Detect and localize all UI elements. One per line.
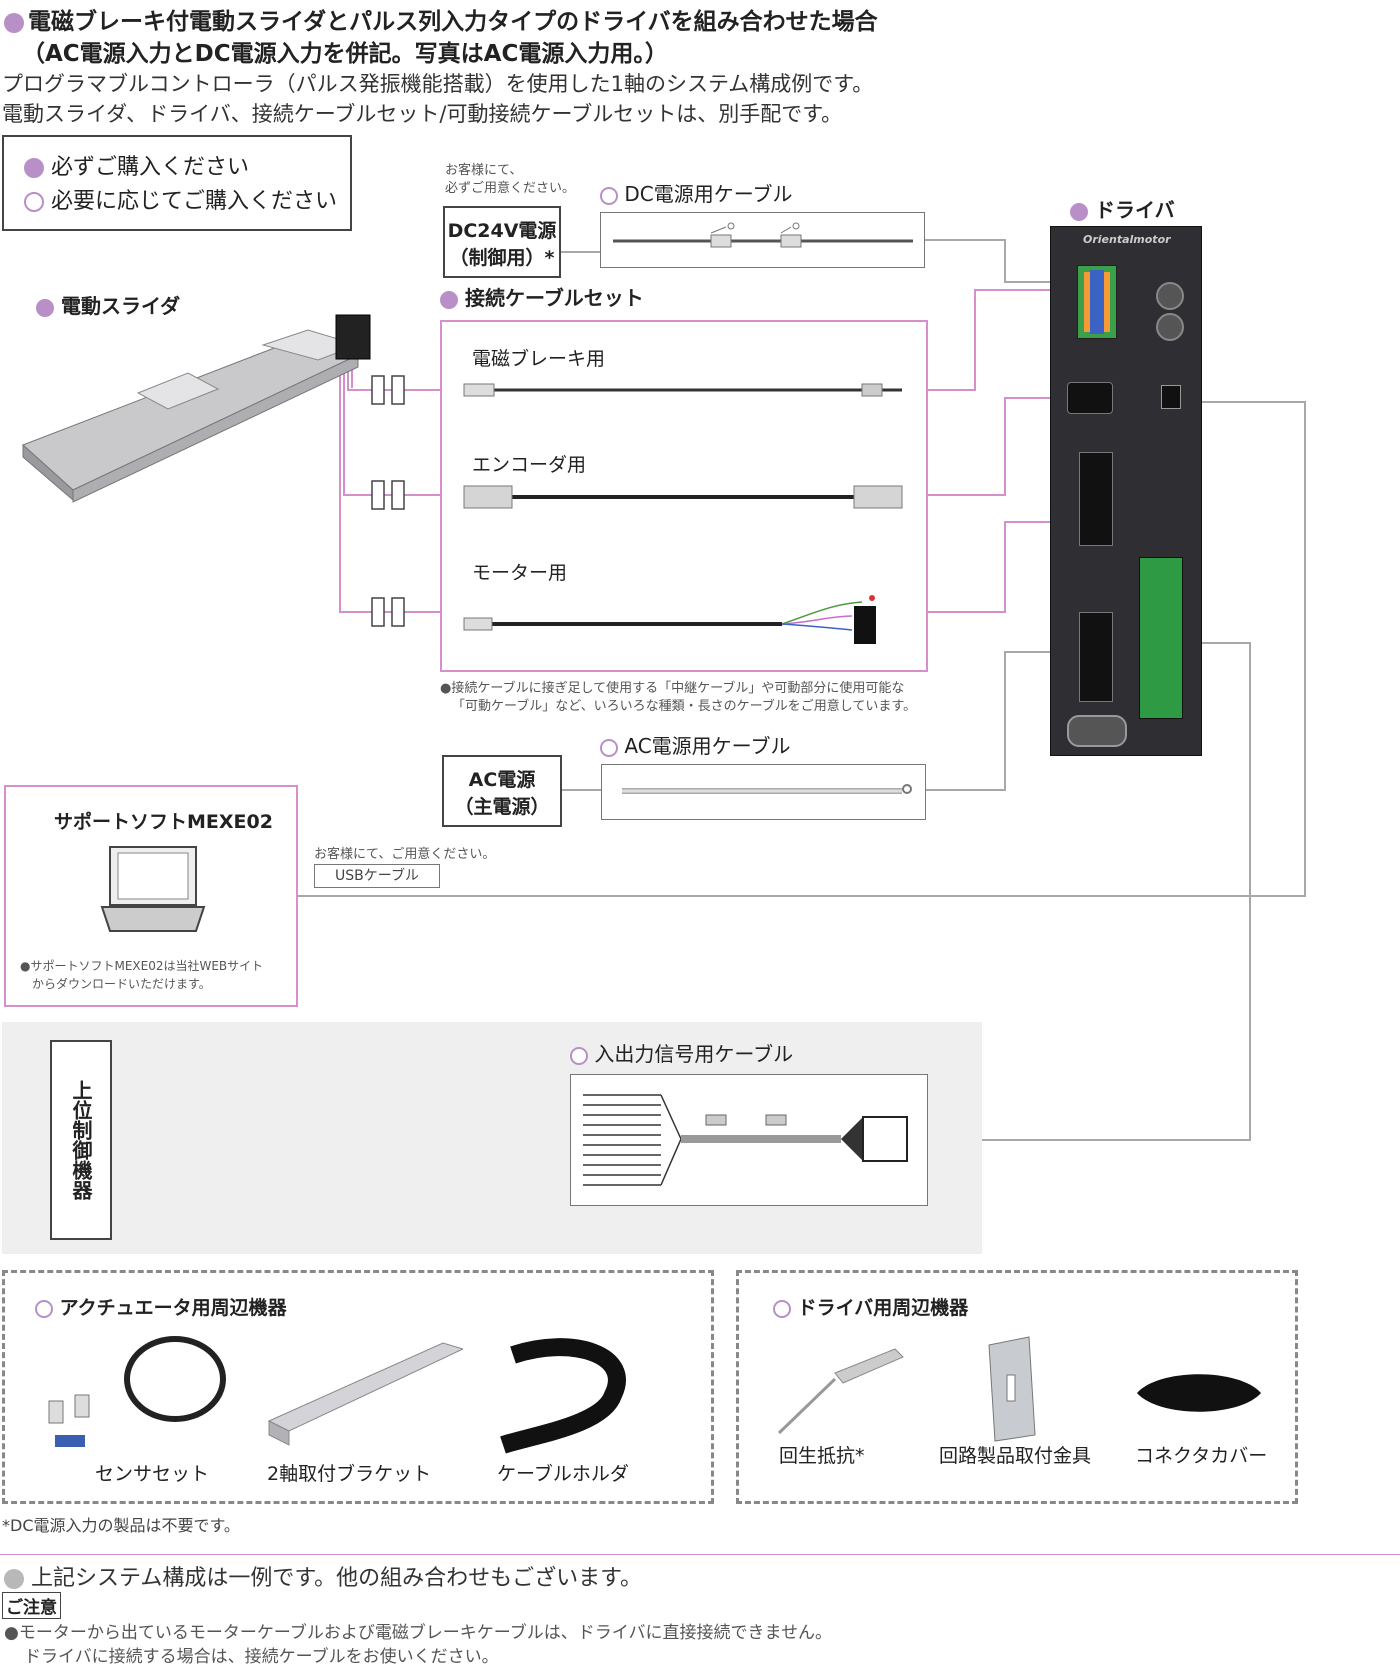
slider-label: 電動スライダ	[36, 290, 180, 319]
ac-cable-image	[601, 764, 926, 820]
legend-optional: 必要に応じてご購入ください	[24, 183, 337, 215]
filled-circle-icon	[36, 298, 54, 317]
io-to-driver-line	[928, 642, 1251, 1141]
io-cable-image	[570, 1074, 928, 1206]
motor-connector	[1079, 452, 1113, 546]
io-cable-icon	[583, 1094, 908, 1186]
usb-line	[298, 401, 1306, 897]
usb-note: お客様にて、ご用意ください。	[314, 847, 496, 862]
regenerative-resistor-label: 回生抵抗*	[779, 1445, 865, 1467]
bracket-icon	[267, 1342, 463, 1446]
connector-brake	[371, 375, 385, 405]
power-terminal-block	[1077, 265, 1117, 339]
ac-cable-icon	[622, 784, 912, 794]
dc-cable-image	[600, 212, 925, 268]
encoder-connector	[1067, 382, 1113, 414]
driver-accessories-title: ドライバ用周辺機器	[773, 1293, 968, 1320]
empty-circle-icon	[600, 738, 618, 757]
motor-cable-icon	[463, 595, 876, 644]
ac-cable-label: AC電源用ケーブル	[600, 730, 790, 759]
mounting-bracket-icon	[988, 1336, 1036, 1442]
sensor-set-icon	[48, 1336, 226, 1447]
filled-circle-icon	[24, 158, 44, 178]
caution-text-2: ドライバに接続する場合は、接続ケーブルをお使いください。	[24, 1647, 499, 1667]
connector-motor	[371, 597, 385, 627]
actuator-accessories-title: アクチュエータ用周辺機器	[35, 1293, 287, 1320]
cable-set-box: 電磁ブレーキ用 エンコーダ用 モーター用	[440, 320, 928, 672]
cable-set-label: 接続ケーブルセット	[440, 282, 644, 311]
footnote: *DC電源入力の製品は不要です。	[2, 1516, 240, 1535]
footer-divider	[0, 1554, 1400, 1555]
filled-circle-icon	[1070, 202, 1088, 221]
io-cable-label: 入出力信号用ケーブル	[570, 1038, 793, 1067]
ac-cable-to-driver-line	[925, 651, 1085, 791]
caution-text-1: ●モーターから出ているモーターケーブルおよび電磁ブレーキケーブルは、ドライバに直…	[4, 1623, 832, 1643]
page-subtitle: （AC電源入力とDC電源入力を併記。写真はAC電源入力用。）	[22, 41, 668, 67]
usb-cable-label: USBケーブル	[314, 864, 440, 888]
gray-bullet-icon	[4, 1569, 24, 1589]
caution-label: ご注意	[2, 1592, 61, 1619]
usb-port	[1161, 385, 1181, 409]
electric-slider-icon	[22, 314, 371, 503]
support-software-title: サポートソフトMEXE02	[54, 811, 273, 833]
rotary-switch-icon	[1156, 282, 1184, 310]
mounting-bracket-label: 回路製品取付金具	[939, 1445, 1092, 1467]
brake-cable-label: 電磁ブレーキ用	[472, 348, 606, 370]
laptop-icon	[100, 846, 206, 932]
connector-cover-icon	[1137, 1374, 1261, 1412]
actuator-accessories-box: アクチュエータ用周辺機器 センサセット 2軸取付ブラケット ケーブルホルダ	[2, 1270, 714, 1504]
io-terminal-block	[1139, 557, 1183, 719]
driver-brand: Orientalmotor	[1083, 233, 1171, 246]
driver-accessories-box: ドライバ用周辺機器 回生抵抗* 回路製品取付金具 コネクタカバー	[736, 1270, 1298, 1504]
rotary-switch-icon	[1156, 313, 1184, 341]
dc-power-note: お客様にて、 必ずご用意ください。	[445, 163, 576, 196]
host-controller-box: 上位制御機器	[50, 1040, 112, 1240]
cable-set-note: ●接続ケーブルに接ぎ足して使用する「中継ケーブル」や可動部分に使用可能な 「可動…	[440, 681, 917, 714]
dc-cable-to-driver-line	[924, 239, 1080, 283]
description-1: プログラマブルコントローラ（パルス発振機能搭載）を使用した1軸のシステム構成例で…	[2, 72, 874, 96]
sensor-set-label: センサセット	[95, 1463, 210, 1485]
dc-cable-label: DC電源用ケーブル	[600, 178, 793, 207]
encoder-to-driver-line	[926, 397, 1085, 496]
ac-power-box: AC電源 （主電源）	[442, 755, 562, 827]
dc-cable-icon	[613, 222, 913, 248]
ground-terminal-icon	[1067, 715, 1127, 747]
cable-holder-label: ケーブルホルダ	[497, 1463, 629, 1485]
encoder-cable-label: エンコーダ用	[472, 454, 587, 476]
description-2: 電動スライダ、ドライバ、接続ケーブルセット/可動接続ケーブルセットは、別手配です…	[2, 102, 843, 126]
driver-unit: Orientalmotor	[1050, 226, 1202, 756]
bracket-label: 2軸取付ブラケット	[267, 1463, 432, 1485]
connector-encoder	[371, 480, 385, 510]
empty-circle-icon	[773, 1299, 791, 1318]
filled-circle-icon	[440, 290, 458, 309]
bullet-icon	[4, 12, 24, 33]
brake-to-driver-line	[926, 289, 1080, 391]
legend-box: 必ずご購入ください 必要に応じてご購入ください	[2, 135, 352, 231]
cable-holder-icon	[500, 1338, 626, 1454]
motor-cable-label: モーター用	[472, 562, 568, 584]
support-software-box: サポートソフトMEXE02 ●サポートソフトMEXE02は当社WEBサイト から…	[4, 785, 298, 1007]
ac-connector	[1079, 612, 1113, 702]
empty-circle-icon	[35, 1299, 53, 1318]
driver-label: ドライバ	[1070, 194, 1175, 223]
dc24v-power-box: DC24V電源 （制御用）*	[443, 206, 561, 278]
encoder-cable-icon	[463, 485, 903, 509]
footer-note: 上記システム構成は一例です。他の組み合わせもございます。	[4, 1560, 642, 1592]
page-title: 電磁ブレーキ付電動スライダとパルス列入力タイプのドライバを組み合わせた場合	[4, 2, 878, 36]
empty-circle-icon	[570, 1046, 588, 1065]
support-software-note: ●サポートソフトMEXE02は当社WEBサイト からダウンロードいただけます。	[20, 959, 264, 991]
regenerative-resistor-icon	[777, 1348, 904, 1435]
connector-cover-label: コネクタカバー	[1135, 1445, 1268, 1467]
empty-circle-icon	[600, 186, 618, 205]
brake-cable-icon	[463, 383, 902, 397]
legend-must: 必ずご購入ください	[24, 149, 249, 181]
empty-circle-icon	[24, 192, 44, 212]
